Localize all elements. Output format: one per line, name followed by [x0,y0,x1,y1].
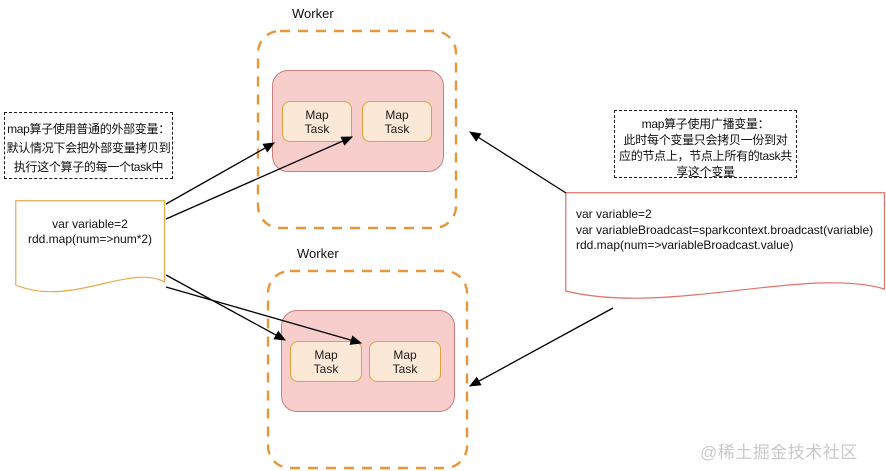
code-plain-variable: var variable=2 rdd.map(num=>num*2) [15,217,165,247]
note-line: 此时每个变量只会拷贝一份到对 [623,133,788,147]
note-line: 执行这个算子的每一个task中 [13,160,164,174]
map-task-label: Task [384,121,410,136]
map-task-label: Map [314,347,338,362]
code-broadcast-variable: var variable=2 var variableBroadcast=spa… [576,207,881,254]
map-task-label: Task [392,361,418,376]
map-task-label: Task [304,121,330,136]
watermark: @稀土掘金技术社区 [700,443,858,462]
code-line: rdd.map(num=>num*2) [27,232,153,246]
plain-variable-code-document-shape [15,200,166,293]
note-line: 默认情况下会把外部变量拷贝到 [6,141,171,155]
broadcast-code-document-shape [565,192,886,299]
map-task-label: Map [305,107,329,122]
map-task: Map Task [369,341,441,382]
map-task: Map Task [362,101,432,142]
code-line: var variableBroadcast=sparkcontext.broad… [576,222,874,237]
code-line: rdd.map(num=>variableBroadcast.value) [576,238,794,252]
map-task-label: Map [393,347,417,362]
note-line: 应的节点上，节点上所有的task共 [619,149,792,163]
worker-label-bottom: Worker [297,246,339,261]
map-task: Map Task [290,341,362,382]
note-line: map算子使用广播变量： [641,117,770,131]
note-line: map算子使用普通的外部变量： [7,122,170,136]
map-task: Map Task [282,101,352,142]
note-plain-variable: map算子使用普通的外部变量： 默认情况下会把外部变量拷贝到 执行这个算子的每一… [4,112,173,179]
note-broadcast-variable: map算子使用广播变量： 此时每个变量只会拷贝一份到对 应的节点上，节点上所有的… [614,110,797,179]
code-line: var variable=2 [576,207,652,221]
worker-label-top: Worker [292,6,334,21]
code-line: var variable=2 [52,217,128,231]
map-task-label: Map [385,107,409,122]
note-line: 享这个变量 [676,165,735,179]
map-task-label: Task [313,361,339,376]
